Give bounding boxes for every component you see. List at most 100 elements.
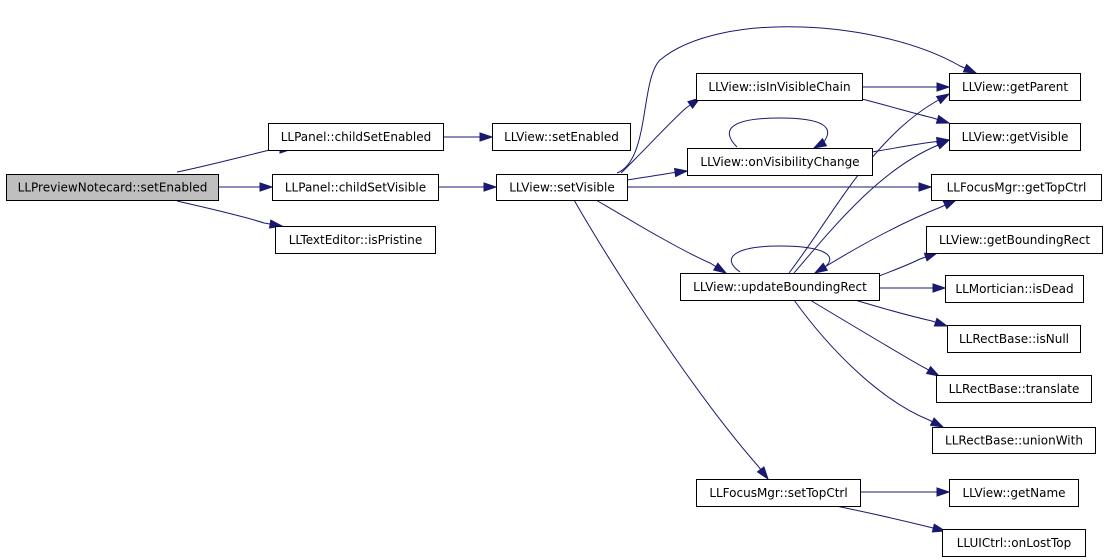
node-ucolt[interactable]: LLUICtrl::onLostTop xyxy=(942,529,1086,557)
edge-line xyxy=(573,199,769,480)
node-box xyxy=(949,123,1081,151)
edge-vsv-to-vovc xyxy=(626,167,689,181)
node-fmgt[interactable]: LLFocusMgr::getTopCtrl xyxy=(931,174,1102,201)
edge-line xyxy=(793,139,950,274)
node-vgp[interactable]: LLView::getParent xyxy=(949,73,1081,101)
call-edges xyxy=(176,26,978,533)
edge-line xyxy=(878,252,938,277)
node-vgn[interactable]: LLView::getName xyxy=(949,479,1079,507)
node-label: LLView::updateBoundingRect xyxy=(693,280,867,294)
node-box xyxy=(680,273,880,301)
node-label: LLRectBase::translate xyxy=(949,382,1080,396)
edge-line xyxy=(835,505,946,532)
edge-arrowhead xyxy=(962,63,978,74)
node-vse[interactable]: LLView::setEnabled xyxy=(492,123,631,151)
node-box xyxy=(931,174,1102,201)
node-label: LLView::isInVisibleChain xyxy=(708,80,850,94)
edge-vsv-to-vubr xyxy=(595,199,728,274)
node-label: LLFocusMgr::getTopCtrl xyxy=(947,181,1087,195)
edge-arrowhead xyxy=(942,199,958,210)
node-label: LLView::onVisibilityChange xyxy=(700,155,859,169)
node-root[interactable]: LLPreviewNotecard::setEnabled xyxy=(6,174,219,201)
node-label: LLView::getParent xyxy=(962,80,1068,94)
edge-vubr-to-vgp xyxy=(788,93,951,274)
edge-vivc-to-vgp xyxy=(862,82,951,92)
edge-arrowhead xyxy=(935,93,951,105)
node-label: LLUICtrl::onLostTop xyxy=(957,536,1072,550)
edge-arrowhead xyxy=(674,167,689,178)
edge-arrowhead xyxy=(483,182,498,192)
edge-line xyxy=(788,93,950,274)
edge-line xyxy=(854,299,948,327)
node-pcsv[interactable]: LLPanel::childSetVisible xyxy=(272,174,439,201)
edge-vsv-to-fmgt xyxy=(627,182,933,192)
node-box xyxy=(926,226,1103,254)
edge-vovc-to-vovc xyxy=(728,117,829,149)
edge-vsv-to-vgp xyxy=(616,26,978,174)
edge-vsv-to-fmst xyxy=(573,199,769,481)
edge-arrowhead xyxy=(935,139,951,150)
node-label: LLView::getName xyxy=(962,486,1065,500)
edge-arrowhead xyxy=(812,137,828,149)
node-rbt[interactable]: LLRectBase::translate xyxy=(936,375,1092,403)
edge-arrowhead xyxy=(712,262,728,274)
edge-vubr-to-vubr xyxy=(730,245,831,274)
edge-vubr-to-vgbr xyxy=(878,252,939,277)
call-nodes: LLPreviewNotecard::setEnabled LLPanel::ch… xyxy=(6,73,1103,557)
edge-line xyxy=(176,200,283,227)
node-box xyxy=(687,148,873,176)
node-label: LLView::getVisible xyxy=(962,130,1069,144)
edge-line xyxy=(871,139,950,153)
edge-line xyxy=(728,117,829,149)
node-mid[interactable]: LLMortician::isDead xyxy=(945,275,1084,303)
edge-line xyxy=(861,98,950,124)
edge-line xyxy=(620,97,701,174)
node-label: LLFocusMgr::setTopCtrl xyxy=(709,486,847,500)
edge-root-to-tei xyxy=(176,200,284,229)
node-vsv[interactable]: LLView::setVisible xyxy=(496,174,628,201)
node-box xyxy=(696,73,863,101)
node-box xyxy=(492,123,631,151)
node-box xyxy=(275,226,436,254)
node-label: LLRectBase::unionWith xyxy=(945,434,1083,448)
node-label: LLRectBase::isNull xyxy=(959,332,1069,346)
edge-pcse-to-vse xyxy=(442,132,494,142)
edge-arrowhead xyxy=(936,487,951,497)
node-box xyxy=(268,123,444,151)
node-rbin[interactable]: LLRectBase::isNull xyxy=(947,325,1081,353)
edge-arrowhead xyxy=(918,182,933,192)
edge-arrowhead xyxy=(479,132,494,142)
edge-arrowhead xyxy=(935,114,951,124)
edge-arrowhead xyxy=(933,317,949,327)
edge-arrowhead xyxy=(756,466,769,481)
edge-pcsv-to-vsv xyxy=(437,182,498,192)
node-vovc[interactable]: LLView::onVisibilityChange xyxy=(687,148,873,176)
node-vgv[interactable]: LLView::getVisible xyxy=(949,123,1081,151)
node-vgbr[interactable]: LLView::getBoundingRect xyxy=(926,226,1103,254)
edge-arrowhead xyxy=(936,82,951,92)
edge-vivc-to-vgv xyxy=(861,98,951,124)
node-label: LLPanel::childSetVisible xyxy=(285,181,426,195)
edge-line xyxy=(616,26,977,174)
edge-arrowhead xyxy=(259,182,274,192)
node-vivc[interactable]: LLView::isInVisibleChain xyxy=(696,73,863,101)
edge-arrowhead xyxy=(923,252,939,262)
edge-arrowhead xyxy=(929,417,945,428)
edge-fmst-to-ucolt xyxy=(835,505,947,533)
node-box xyxy=(932,427,1096,454)
node-box xyxy=(949,479,1079,507)
node-rbuw[interactable]: LLRectBase::unionWith xyxy=(932,427,1096,454)
node-label: LLPanel::childSetEnabled xyxy=(281,130,432,144)
node-tei[interactable]: LLTextEditor::isPristine xyxy=(275,226,436,254)
node-box xyxy=(936,375,1092,403)
node-fmst[interactable]: LLFocusMgr::setTopCtrl xyxy=(696,479,861,507)
node-label: LLView::setEnabled xyxy=(504,130,619,144)
node-label: LLView::setVisible xyxy=(509,181,615,195)
node-pcse[interactable]: LLPanel::childSetEnabled xyxy=(268,123,444,151)
edge-vubr-to-rbin xyxy=(854,299,949,327)
edge-line xyxy=(793,299,944,428)
node-box xyxy=(942,529,1086,557)
node-vubr[interactable]: LLView::updateBoundingRect xyxy=(680,273,880,301)
node-box xyxy=(949,73,1081,101)
